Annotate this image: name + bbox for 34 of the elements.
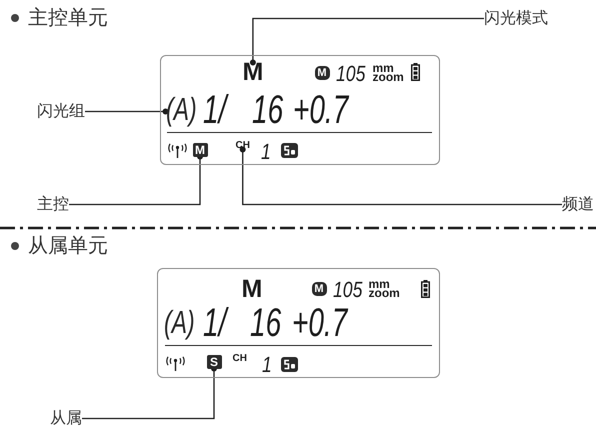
callout-label: 主控 <box>37 195 69 214</box>
lcd-readout: 1 <box>260 142 270 160</box>
lcd-label: CH <box>232 354 247 362</box>
callout-label: 闪光组 <box>37 102 85 121</box>
mode-letter: M <box>242 280 262 298</box>
unit-label: zoom <box>372 72 404 82</box>
letter-badge: M <box>192 142 208 156</box>
unit-label: mm <box>368 280 390 288</box>
lcd-label: CH <box>236 142 250 150</box>
leader-line <box>250 18 484 66</box>
callout-label: 闪光模式 <box>484 9 548 28</box>
section-heading: 从属单元 <box>28 235 108 258</box>
lcd-readout: +0.7 <box>292 308 347 338</box>
lcd-readout: 105 <box>336 64 365 82</box>
lcd-readout: 16 <box>252 94 283 126</box>
letter-badge: M <box>314 66 330 80</box>
lcd-readout: 1 <box>262 356 272 372</box>
leader-line <box>240 146 562 206</box>
lcd-readout: 16 <box>250 308 281 338</box>
lcd-panel <box>157 268 440 378</box>
unit-label: zoom <box>368 288 400 298</box>
section-heading: 主控单元 <box>28 7 108 30</box>
callout-label: 从属 <box>50 409 82 428</box>
mode-letter: M <box>242 62 264 82</box>
lcd-readout: (A) <box>164 306 194 338</box>
lcd-readout: (A) <box>166 92 196 126</box>
lcd-readout: +0.7 <box>292 94 348 126</box>
callout-label: 频道 <box>562 195 594 214</box>
lcd-readout: 105 <box>332 280 362 298</box>
lcd-panel <box>160 55 440 165</box>
leader-line <box>85 108 168 114</box>
letter-badge: M <box>312 282 326 296</box>
letter-badge: S <box>206 354 222 368</box>
unit-label: mm <box>372 64 394 72</box>
